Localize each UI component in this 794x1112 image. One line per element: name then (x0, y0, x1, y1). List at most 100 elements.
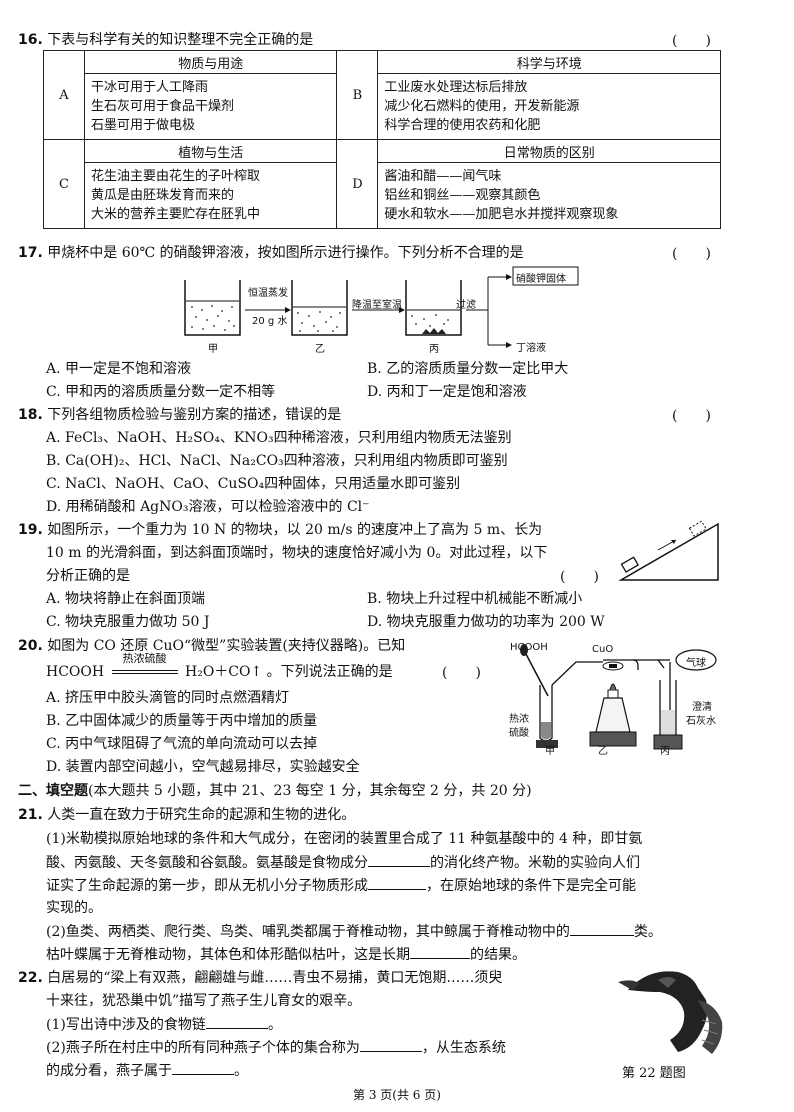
cell-line: 硬水和软水——加肥皂水并搅拌观察现象 (384, 207, 619, 222)
question-text: (2)鱼类、两栖类、爬行类、鸟类、哺乳类都属于脊椎动物，其中鲸属于脊椎动物中的类… (46, 921, 662, 942)
fig-label-bing: 丙 (660, 746, 670, 757)
fig-label-balloon: 气球 (686, 658, 706, 669)
option-b: B. 乙中固体减少的质量等于丙中增加的质量 (46, 713, 318, 729)
question-text: (1)写出诗中涉及的食物链。 (46, 1014, 282, 1035)
option-c: C. 甲和丙的溶质质量分数一定不相等 (46, 384, 276, 400)
cell-body: 花生油主要由花生的子叶榨取 黄瓜是由胚珠发育而来的 大米的营养主要贮存在胚乳中 (83, 162, 338, 229)
beaker-bing (405, 280, 462, 336)
step-water-label: 20 g 水 (252, 316, 288, 327)
question-text: 证实了生命起源的第一步，即从无机小分子物质形成 ，在原始地球的条件下是完全可能 (46, 875, 636, 896)
fig-label-limewater: 澄清 (692, 702, 712, 713)
question-text: 酸、丙氨酸、天冬氨酸和谷氨酸。氨基酸是食物成分 的消化终产物。米勒的实验向人们 (46, 852, 640, 873)
page-footer: 第 3 页(共 6 页) (353, 1088, 441, 1102)
blank-input[interactable] (368, 852, 430, 867)
question-text: 的成分看，燕子属于。 (46, 1060, 248, 1081)
option-a: A. FeCl₃、NaOH、H₂SO₄、KNO₃四种稀溶液，只利用组内物质无法鉴… (46, 430, 512, 446)
cell-line: 干冰可用于人工降雨 (91, 80, 209, 95)
question-text: 下列各组物质检验与鉴别方案的描述，错误的是 (47, 407, 342, 423)
q22-stem: 22. 白居易的“梁上有双燕，翩翩雄与雌……青虫不易捕，黄口无饱期……须臾 (18, 968, 502, 988)
fig-label-yi: 乙 (598, 746, 608, 757)
question-number: 22. (18, 970, 43, 986)
question-number: 19. (18, 522, 43, 538)
question-text: 分析正确的是 (46, 568, 130, 584)
incline-diagram (618, 520, 719, 581)
question-text: 如图所示，一个重力为 10 N 的物块，以 20 m/s 的速度冲上了高为 5 … (47, 522, 543, 538)
co-reduction-apparatus (520, 644, 717, 750)
blank-input[interactable] (569, 921, 634, 936)
option-a: A. 甲一定是不饱和溶液 (46, 361, 192, 377)
question-text: 实现的。 (46, 900, 102, 916)
cell-line: 黄瓜是由胚珠发育而来的 (91, 188, 235, 203)
question-text: 枯叶蝶属于无脊椎动物，其体色和体形酷似枯叶，这是长期的结果。 (46, 944, 526, 965)
cell-header: 物质与用途 (83, 50, 338, 74)
text-fragment: 酸、丙氨酸、天冬氨酸和谷氨酸。氨基酸是食物成分 (46, 855, 368, 871)
cell-body: 干冰可用于人工降雨 生石灰可用于食品干燥剂 石墨可用于做电极 (83, 73, 338, 140)
tube-yi (589, 659, 665, 747)
beaker-label: 乙 (315, 344, 325, 355)
beaker-label: 丙 (429, 344, 439, 355)
text-fragment: 的结果。 (470, 947, 526, 963)
option-d: D. 装置内部空间越小，空气越易排尽，实验越安全 (46, 759, 360, 775)
text-fragment: 的消化终产物。米勒的实验向人们 (430, 855, 640, 871)
fig-label-acid: 热浓 (509, 714, 529, 725)
cell-line: 大米的营养主要贮存在胚乳中 (91, 207, 261, 222)
products: H₂O＋CO↑ (185, 664, 263, 680)
cell-line: 铝丝和铜丝——观察其颜色 (384, 188, 541, 203)
text-fragment: 证实了生命起源的第一步，即从无机小分子物质形成 (46, 878, 368, 894)
answer-paren: ( ) (672, 408, 711, 424)
fig-label-jia: 甲 (545, 746, 555, 757)
blank-input[interactable] (205, 1014, 268, 1029)
cell-line: 减少化石燃料的使用，开发新能源 (384, 99, 580, 114)
q21-stem: 21. 人类一直在致力于研究生命的起源和生物的进化。 (18, 805, 355, 825)
cell-line: 花生油主要由花生的子叶榨取 (91, 169, 261, 184)
option-d: D. 用稀硝酸和 AgNO₃溶液，可以检验溶液中的 Cl⁻ (46, 499, 370, 515)
question-text: (2)燕子所在村庄中的所有同种燕子个体的集合称为，从生态系统 (46, 1037, 506, 1058)
question-text: 下表与科学有关的知识整理不完全正确的是 (47, 32, 314, 48)
reaction-equation: HCOOH 热浓硫酸 H₂O＋CO↑ 。下列说法正确的是 (46, 652, 393, 682)
cell-line: 酱油和醋——闻气味 (384, 169, 502, 184)
blank-input[interactable] (410, 944, 470, 959)
figure-caption: 第 22 题图 (622, 1066, 686, 1081)
question-text: 10 m 的光滑斜面，到达斜面顶端时，物块的速度恰好减小为 0。对此过程，以下 (46, 545, 548, 561)
question-text: (1)米勒模拟原始地球的条件和大气成分，在密闭的装置里合成了 11 种氨基酸中的… (46, 831, 643, 847)
cell-label: A (43, 50, 85, 140)
text-fragment: (2)燕子所在村庄中的所有同种燕子个体的集合称为 (46, 1040, 360, 1056)
blank-input[interactable] (172, 1060, 234, 1075)
text-fragment: (2)鱼类、两栖类、爬行类、鸟类、哺乳类都属于脊椎动物，其中鲸属于脊椎动物中的 (46, 924, 570, 940)
q19-stem: 19. 如图所示，一个重力为 10 N 的物块，以 20 m/s 的速度冲上了高… (18, 520, 542, 540)
liquid-output-label: 丁溶液 (516, 343, 546, 354)
question-text: 十来往，犹恐巢中饥”描写了燕子生儿育女的艰辛。 (46, 993, 362, 1009)
fig-label-hcooh: HCOOH (510, 642, 548, 653)
solid-output-label: 硝酸钾固体 (516, 274, 566, 285)
step-filter-label: 过滤 (456, 300, 476, 311)
cell-line: 生石灰可用于食品干燥剂 (91, 99, 235, 114)
q17-stem: 17. 甲烧杯中是 60℃ 的硝酸钾溶液，按如图所示进行操作。下列分析不合理的是 (18, 243, 524, 263)
question-number: 17. (18, 245, 43, 261)
section-title: 二、填空题 (18, 783, 88, 799)
question-number: 21. (18, 807, 43, 823)
question-number: 16. (18, 32, 43, 48)
fig-label-cuo: CuO (592, 644, 614, 655)
text-fragment: ，在原始地球的条件下是完全可能 (426, 878, 636, 894)
blank-input[interactable] (368, 875, 426, 890)
answer-paren: ( ) (672, 246, 711, 262)
option-c: C. 丙中气球阻碍了气流的单向流动可以去掉 (46, 736, 318, 752)
cell-line: 科学合理的使用农药和化肥 (384, 118, 541, 133)
beaker-yi (291, 280, 348, 336)
crystallization-diagram (184, 266, 579, 348)
cell-label: C (43, 139, 85, 229)
section-heading: 二、填空题(本大题共 5 小题，其中 21、23 每空 1 分，其余每空 2 分… (18, 781, 532, 801)
answer-paren: ( ) (560, 569, 599, 585)
text-fragment: 的成分看，燕子属于 (46, 1063, 172, 1079)
fig-label-limewater: 石灰水 (686, 716, 716, 727)
cell-line: 石墨可用于做电极 (91, 118, 196, 133)
option-a: A. 挤压甲中胶头滴管的同时点燃酒精灯 (46, 690, 290, 706)
cell-body: 酱油和醋——闻气味 铝丝和铜丝——观察其颜色 硬水和软水——加肥皂水并搅拌观察现… (377, 162, 721, 229)
option-b: B. 物块上升过程中机械能不断减小 (367, 591, 583, 607)
question-text: 人类一直在致力于研究生命的起源和生物的进化。 (47, 807, 356, 823)
tube-jia (520, 644, 603, 742)
question-text: 。下列说法正确的是 (266, 664, 393, 680)
question-text: 如图为 CO 还原 CuO“微型”实验装置(夹持仪器略)。已知 (47, 638, 406, 654)
blank-input[interactable] (359, 1037, 422, 1052)
option-b: B. 乙的溶质质量分数一定比甲大 (367, 361, 569, 377)
